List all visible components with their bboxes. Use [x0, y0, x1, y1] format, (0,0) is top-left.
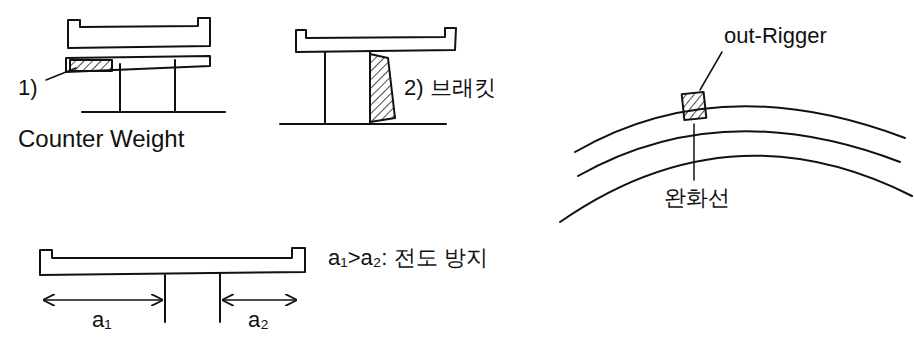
- part-name: Counter Weight: [18, 126, 184, 152]
- part-name: 완화선: [664, 186, 730, 210]
- callout-number: 1): [18, 76, 38, 100]
- note: a₁>a₂: 전도 방지: [328, 246, 488, 270]
- dimension-label: a₁: [92, 308, 112, 332]
- part-name: 2) 브래킷: [404, 76, 496, 100]
- part-name: out-Rigger: [724, 24, 827, 48]
- dimension-label: a₂: [248, 308, 269, 332]
- outrigger-figure: [560, 52, 912, 222]
- counter-weight-figure: [46, 18, 225, 112]
